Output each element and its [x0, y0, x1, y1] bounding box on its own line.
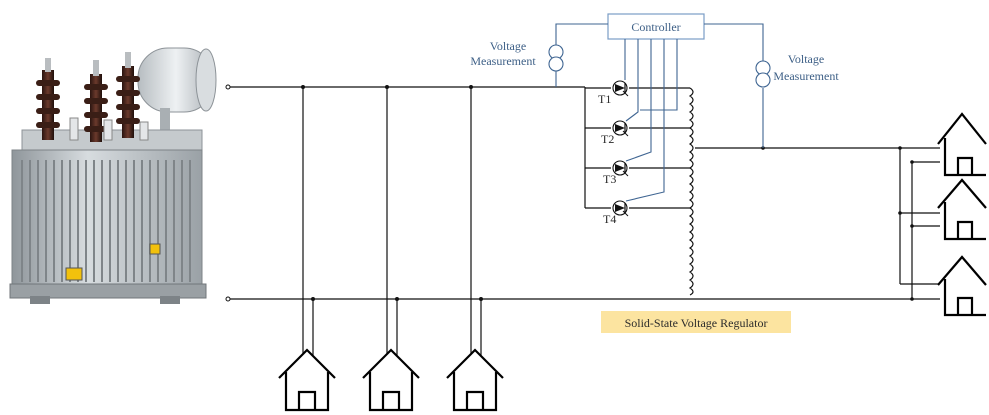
thyristor-t2: T2 [601, 120, 629, 146]
voltage-measurement-left-line2: Measurement [470, 54, 536, 68]
right-feeder [898, 146, 940, 301]
power-lines [225, 84, 940, 358]
right-sensor-icon [755, 60, 771, 88]
controller-label: Controller [631, 20, 680, 34]
house-icon [937, 112, 987, 177]
house-icon [937, 255, 987, 317]
house-icon [362, 348, 420, 412]
regulator-label: Solid-State Voltage Regulator [625, 316, 768, 330]
voltage-measurement-right-line2: Measurement [773, 69, 839, 83]
voltage-measurement-left-line1: Voltage [490, 39, 526, 53]
gate-control-wires [624, 39, 678, 202]
thyristor-t3: T3 [603, 160, 629, 186]
thyristor-label-t4: T4 [603, 212, 616, 226]
regulator-circuit [584, 87, 940, 296]
bushing-icon [36, 58, 60, 140]
regulator-caption: Solid-State Voltage Regulator [601, 311, 791, 333]
thyristor-label-t2: T2 [601, 132, 614, 146]
thyristor-t4: T4 [603, 200, 629, 226]
left-sensor-icon [548, 44, 564, 72]
thyristor-t1: T1 [598, 80, 629, 106]
top-terminal [225, 84, 231, 90]
controller-block: Controller [607, 13, 705, 40]
house-icon [278, 348, 336, 412]
right-sense-wire [704, 23, 764, 62]
bottom-terminal [225, 296, 231, 302]
house-icon [937, 178, 987, 241]
thyristor-label-t3: T3 [603, 172, 616, 186]
thyristor-label-t1: T1 [598, 92, 611, 106]
transformer-image [9, 47, 217, 304]
voltage-measurement-right-line1: Voltage [788, 52, 824, 66]
left-sense-wire [555, 23, 608, 45]
house-icon [446, 348, 504, 412]
tapped-winding [688, 87, 694, 296]
